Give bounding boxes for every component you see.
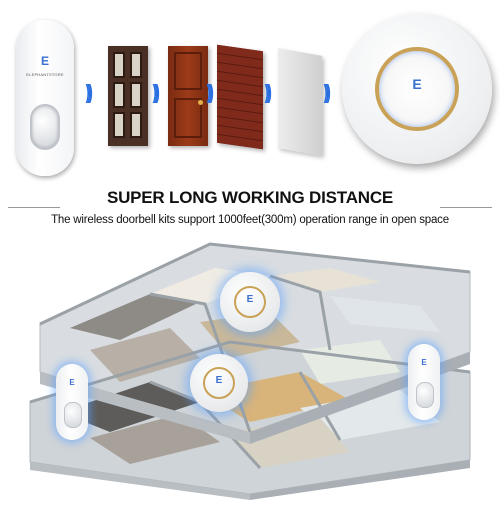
door-knob <box>198 100 203 105</box>
section-subheading: The wireless doorbell kits support 1000f… <box>51 214 449 226</box>
door-panel <box>174 98 202 138</box>
heading-divider-left <box>8 207 60 208</box>
wireless-signal-icon: ))) <box>264 82 272 104</box>
brick-wall-image <box>217 44 263 150</box>
door-panel <box>174 52 202 90</box>
brand-text: ELEPHANTSTORE <box>26 72 64 77</box>
door-pane <box>130 52 142 78</box>
push-button-left: E <box>56 364 88 440</box>
wireless-signal-icon: ))) <box>85 82 93 104</box>
push-button-surface <box>30 104 60 150</box>
door-pane <box>113 52 125 78</box>
receiver-gold-ring <box>375 47 459 131</box>
receiver-lower-floor: E <box>190 354 248 412</box>
push-button-surface <box>64 402 82 428</box>
brand-logo-icon: E <box>69 378 75 387</box>
wireless-signal-icon: ))) <box>206 82 214 104</box>
receiver-gold-ring <box>234 286 266 318</box>
push-button-surface <box>416 382 434 408</box>
brand-logo-icon: E <box>421 358 427 367</box>
heading-divider-right <box>440 207 492 208</box>
push-button-right: E <box>408 344 440 420</box>
door-pane <box>130 112 142 138</box>
house-floorplan-graphic <box>29 242 471 500</box>
door-pane <box>130 82 142 108</box>
doorbell-receiver-image: E <box>342 14 492 164</box>
wooden-door-image <box>168 46 208 146</box>
section-heading: SUPER LONG WORKING DISTANCE <box>106 188 394 207</box>
brand-logo-icon: E <box>246 294 254 305</box>
brand-logo-icon: E <box>40 54 49 68</box>
brand-logo-icon: E <box>215 375 223 386</box>
wireless-signal-icon: ))) <box>152 82 160 104</box>
brand-logo-icon: E <box>412 76 422 92</box>
house-cutaway-illustration: E E E E <box>0 232 500 500</box>
receiver-upper-floor: E <box>220 272 280 332</box>
door-pane <box>113 82 125 108</box>
door-pane <box>113 112 125 138</box>
wireless-signal-icon: ))) <box>323 82 331 104</box>
receiver-gold-ring <box>203 367 235 399</box>
iron-door-image <box>108 46 148 146</box>
wall-panel-image <box>278 48 322 156</box>
doorbell-push-button-image: E ELEPHANTSTORE <box>16 20 74 176</box>
